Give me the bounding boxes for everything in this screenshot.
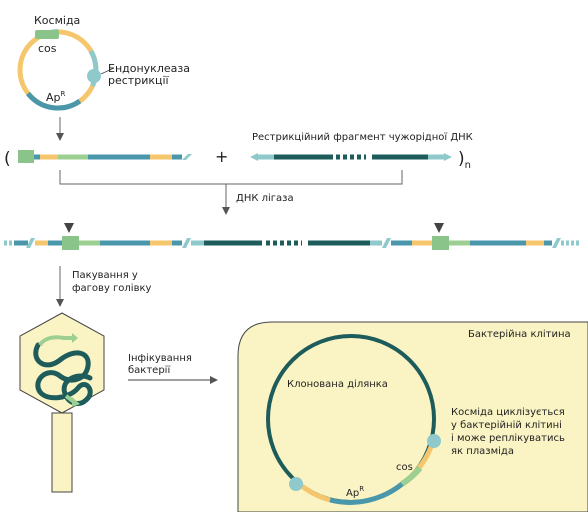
cloned-region-label: Клонована ділянка [287, 378, 388, 390]
restriction-site [87, 69, 101, 83]
cos-box-linear [18, 150, 34, 163]
open-paren: ( [4, 149, 11, 169]
phage-particle [19, 312, 105, 493]
circularizes-label-4: як плазміда [451, 445, 514, 457]
endonuclease-label-2: рестрикції [108, 74, 170, 87]
circular-site-right [427, 434, 441, 448]
cosmid-blue-arc [26, 91, 82, 111]
plus-sign: + [215, 147, 228, 166]
cos-site-1 [62, 236, 79, 250]
endonuclease-pointer [100, 67, 115, 75]
circular-site-left [289, 477, 303, 491]
cut-marker-1 [64, 223, 74, 233]
sticky-end-right [182, 154, 192, 160]
packaging-label-2: фагову голівку [72, 282, 152, 294]
ligase-label: ДНК лігаза [236, 192, 294, 204]
packaging-label-1: Пакування у [72, 270, 138, 281]
linear-cosmid-row: ( + Рестрикційний фрагмент чужорідної ДН… [4, 131, 473, 171]
phage-tail [51, 412, 73, 493]
packaged-dna-cos-end [38, 335, 72, 347]
sticky-end-left [250, 153, 258, 161]
ligase-bracket: ДНК лігаза [59, 170, 403, 215]
cos-label-circular: cos [396, 462, 413, 473]
ap-label-circular: ApR [346, 485, 364, 499]
ap-label: ApR [46, 90, 66, 104]
infection-label-1: Інфікування [128, 352, 192, 364]
bacterial-cell-label: Бактерійна клітина [468, 328, 571, 340]
concatemer-row [4, 223, 580, 250]
cos-label: cos [38, 42, 57, 55]
circularizes-label-2: у бактерійній клітині [451, 419, 562, 431]
cos-box [35, 30, 59, 39]
endonuclease-label-1: Ендонуклеаза [108, 62, 190, 75]
cosmid-teal-arc [88, 49, 99, 88]
cut-marker-2 [434, 223, 444, 233]
circularizes-label-3: і може реплікуватись [451, 432, 565, 444]
cos-site-2 [432, 236, 449, 250]
circular-ap-segment [329, 482, 404, 505]
cell-wall [237, 321, 588, 512]
close-paren: )n [458, 149, 471, 171]
infection-label-2: бактерії [128, 364, 170, 376]
cosmid-label: Косміда [34, 14, 80, 27]
cosmid-plasmid: Косміда cos ApR Ендонуклеаза рестрикції [17, 14, 190, 111]
circular-cos-segment [400, 466, 423, 487]
foreign-fragment-label: Рестрикційний фрагмент чужорідної ДНК [252, 131, 473, 143]
bacterial-cell: Бактерійна клітина Клонована ділянка cos… [237, 321, 588, 512]
circularizes-label-1: Косміда циклізується [451, 406, 565, 418]
